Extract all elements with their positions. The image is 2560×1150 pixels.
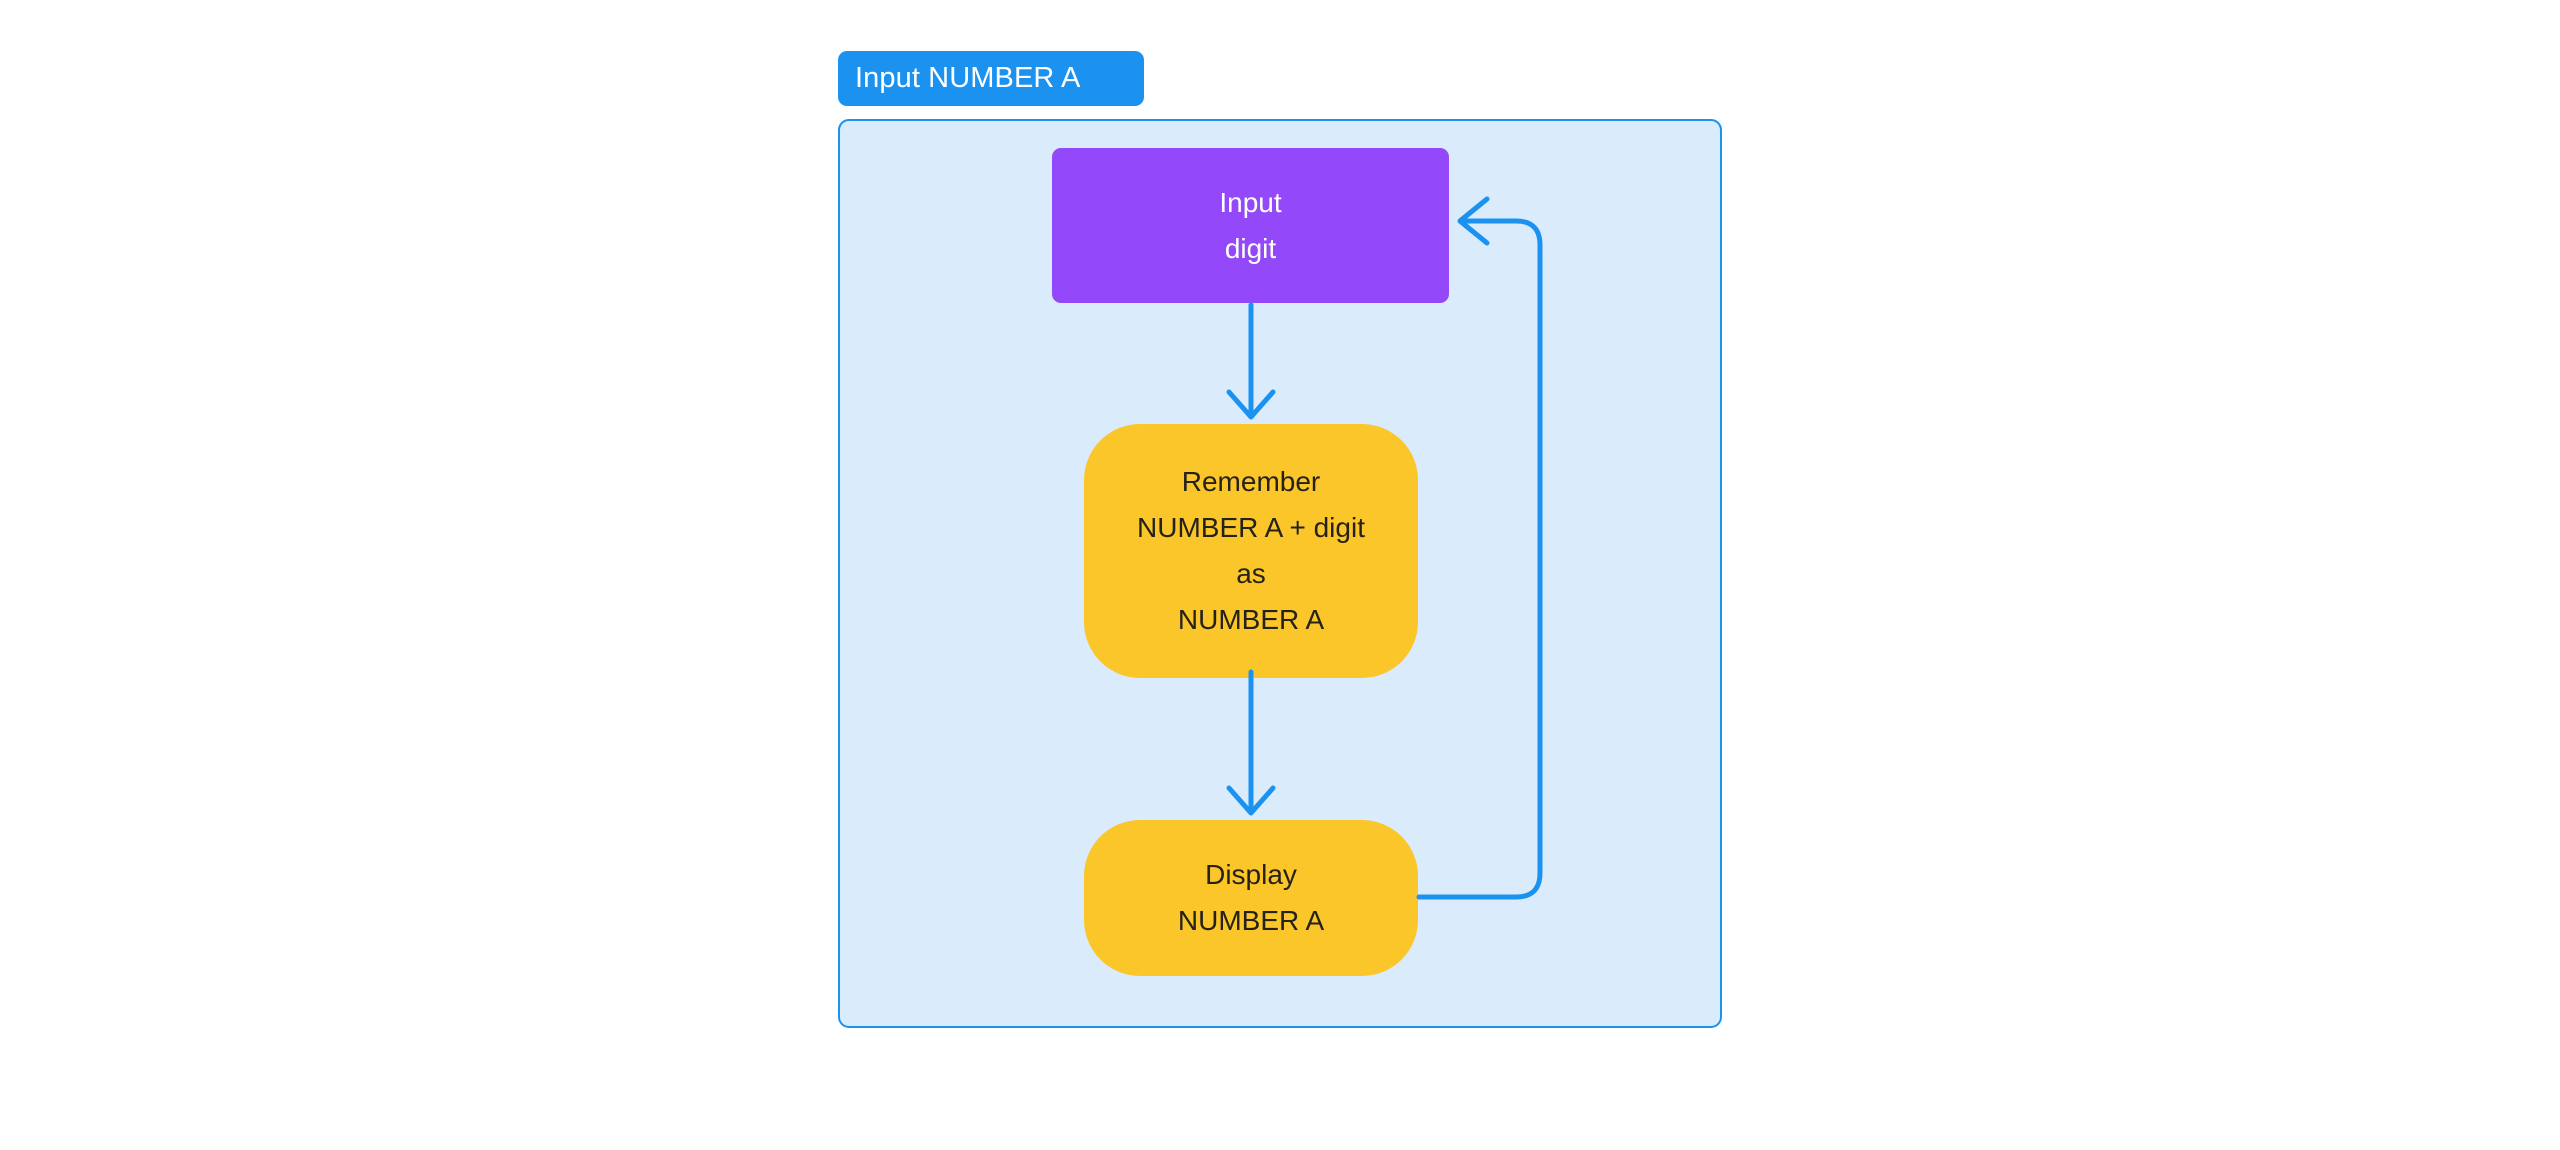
node-display[interactable]: Display NUMBER A (1084, 820, 1418, 976)
node-remember-line-4: NUMBER A (1177, 604, 1325, 635)
node-remember-line-1: Remember (1181, 466, 1321, 497)
loop-title-label: Input NUMBER A (855, 62, 1081, 94)
node-display-line-2: NUMBER A (1177, 905, 1325, 936)
node-input-digit-line-2: digit (1224, 232, 1277, 264)
node-remember-line-3: as (1236, 558, 1266, 589)
node-input-digit[interactable]: Input digit (1052, 148, 1449, 303)
node-display-line-1: Display (1205, 859, 1297, 890)
loop-title-badge[interactable]: Input NUMBER A (838, 51, 1144, 106)
node-remember-line-2: NUMBER A + digit (1137, 512, 1365, 543)
node-input-digit-line-1: Input (1219, 186, 1282, 218)
node-remember[interactable]: Remember NUMBER A + digit as NUMBER A (1084, 424, 1418, 678)
